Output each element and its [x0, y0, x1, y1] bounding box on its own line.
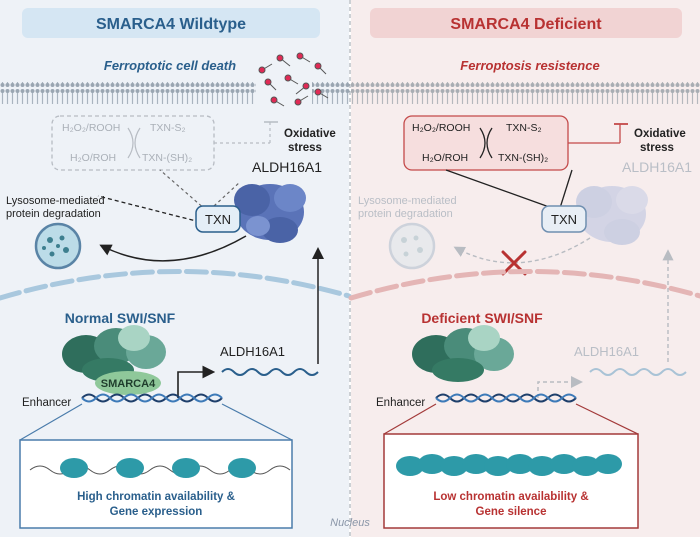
right-arrow-to-lysosome — [453, 237, 591, 264]
right-lysosome-line2: protein degradation — [358, 208, 453, 220]
right-enhancer-label: Enhancer — [376, 397, 425, 409]
right-title-banner — [370, 8, 682, 38]
right-txn-label: TXN — [551, 212, 577, 227]
right-mrna-wave — [589, 368, 687, 376]
left-redox-h2o2: H₂O₂/ROOH — [62, 122, 120, 134]
right-txn-box — [541, 205, 587, 233]
left-aldh16a1-protein — [234, 184, 306, 243]
left-redox-arrow-1 — [127, 127, 134, 159]
left-title: SMARCA4 Wildtype — [96, 16, 246, 33]
left-lysosome-line2: protein degradation — [6, 208, 101, 220]
left-chromatin-box — [19, 439, 293, 529]
left-gene-label: ALDH16A1 — [220, 344, 285, 359]
left-txn-box — [195, 205, 241, 233]
left-enzyme-label: ALDH16A1 — [252, 159, 322, 175]
right-aldh16a1-protein — [576, 186, 648, 245]
right-lysosome — [388, 222, 436, 270]
left-title-banner — [22, 8, 320, 38]
right-redox-txn-s2: TXN-S₂ — [506, 122, 542, 134]
left-redox-txn-sh2: TXN-(SH)₂ — [142, 152, 192, 164]
left-lysosome-line1: Lysosome-mediated — [6, 195, 105, 207]
left-enhancer-label: Enhancer — [22, 397, 71, 409]
left-transcription-arrow — [177, 365, 216, 398]
right-redox-h2o: H₂O/ROH — [422, 152, 468, 164]
right-process-label: Ferroptosis resistence — [460, 58, 599, 73]
left-redox-h2o: H₂O/ROH — [70, 152, 116, 164]
left-txn-to-lysosome — [97, 195, 201, 223]
left-membrane-a — [0, 82, 256, 104]
right-redox-arrow-2 — [486, 127, 493, 159]
right-nucleosomes — [396, 454, 622, 476]
right-dna — [435, 393, 577, 403]
left-txn-label: TXN — [205, 212, 231, 227]
left-lysosome — [34, 222, 82, 270]
right-chromatin-line2: Gene silence — [476, 506, 547, 518]
nucleus-label: Nucleus — [330, 517, 370, 529]
right-swi-label: Deficient SWI/SNF — [421, 310, 543, 326]
left-redox-arrow-2 — [134, 127, 141, 159]
left-process-label: Ferroptotic cell death — [104, 58, 236, 73]
right-enzyme-label: ALDH16A1 — [622, 159, 692, 175]
smarca4-label: SMARCA4 — [101, 378, 156, 390]
left-swi-label: Normal SWI/SNF — [65, 310, 176, 326]
left-chromatin-line1: High chromatin availability & — [77, 491, 235, 503]
right-txn-to-redox — [445, 169, 553, 209]
left-nuclear-envelope — [0, 269, 352, 301]
left-txn-to-redox — [159, 169, 207, 211]
left-zoom-lines — [19, 403, 293, 441]
left-chromatin-line2: Gene expression — [110, 506, 203, 518]
right-stress-line2: stress — [640, 142, 674, 154]
left-stress-line2: stress — [288, 142, 322, 154]
right-gene-label: ALDH16A1 — [574, 344, 639, 359]
smarca4-subunit — [95, 371, 161, 395]
left-membrane-b — [312, 82, 350, 104]
right-redox-h2o2: H₂O₂/ROOH — [412, 122, 470, 134]
left-arrow-to-lysosome — [99, 235, 247, 262]
right-transcription-arrow — [537, 376, 583, 398]
left-stress-line1: Oxidative — [284, 128, 336, 140]
right-chromatin-line1: Low chromatin availability & — [433, 491, 588, 503]
right-redox-txn-sh2: TXN-(SH)₂ — [498, 152, 548, 164]
right-stress-line1: Oxidative — [634, 128, 686, 140]
right-chromatin-box — [383, 433, 639, 529]
right-redox-arrow-1 — [479, 127, 486, 159]
right-swi-snf-complex — [412, 325, 514, 382]
right-lysosome-line1: Lysosome-mediated — [358, 195, 457, 207]
right-txn-to-enzyme — [559, 169, 573, 209]
right-zoom-lines — [383, 403, 639, 435]
right-nuclear-envelope — [348, 269, 700, 301]
right-title: SMARCA4 Deficient — [450, 16, 602, 33]
right-membrane — [351, 82, 700, 104]
left-dna — [81, 393, 223, 403]
left-mrna-wave — [221, 368, 319, 376]
left-redox-txn-s2: TXN-S₂ — [150, 122, 186, 134]
lipid-peroxides — [258, 52, 329, 107]
left-swi-snf-complex — [62, 325, 166, 382]
left-nucleosomes — [29, 458, 291, 478]
